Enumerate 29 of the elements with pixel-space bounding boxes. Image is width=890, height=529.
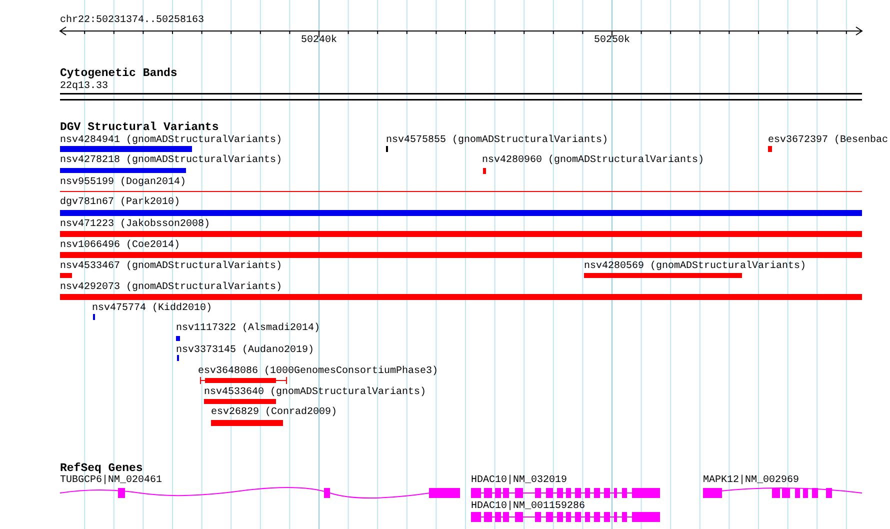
track-title: RefSeq Genes: [60, 462, 143, 475]
variant-label: nsv4533467 (gnomADStructuralVariants): [60, 261, 282, 272]
tick-label: 50240k: [301, 35, 337, 46]
variant-label: nsv475774 (Kidd2010): [92, 303, 212, 314]
variant-label: nsv4533640 (gnomADStructuralVariants): [204, 387, 426, 398]
variant-label: nsv3373145 (Audano2019): [176, 345, 314, 356]
variant-label: esv3672397 (Besenbac: [768, 135, 888, 146]
variant-label: nsv1066496 (Coe2014): [60, 240, 180, 251]
variant-label: nsv955199 (Dogan2014): [60, 177, 186, 188]
variant-label: esv3648086 (1000GenomesConsortiumPhase3): [198, 366, 438, 377]
gene-label: TUBGCP6|NM_020461: [60, 475, 162, 486]
variant-label: dgv781n67 (Park2010): [60, 197, 180, 208]
variant-label: nsv471223 (Jakobsson2008): [60, 219, 210, 230]
variant-label: nsv4284941 (gnomADStructuralVariants): [60, 135, 282, 146]
cytoband-label: 22q13.33: [60, 81, 108, 92]
variant-label: nsv4280960 (gnomADStructuralVariants): [482, 155, 704, 166]
gene-label: HDAC10|NM_001159286: [471, 501, 586, 512]
variant-label: nsv4292073 (gnomADStructuralVariants): [60, 282, 282, 293]
variant-label: nsv4575855 (gnomADStructuralVariants): [386, 135, 608, 146]
variant-label: esv26829 (Conrad2009): [211, 407, 338, 418]
gene-label: HDAC10|NM_032019: [471, 475, 568, 486]
variant-label: nsv1117322 (Alsmadi2014): [176, 323, 320, 334]
track-title: Cytogenetic Bands: [60, 67, 178, 80]
coordinate-label: chr22:50231374..50258163: [60, 15, 204, 26]
track-title: DGV Structural Variants: [60, 121, 219, 134]
variant-label: nsv4278218 (gnomADStructuralVariants): [60, 155, 282, 166]
variant-label: nsv4280569 (gnomADStructuralVariants): [584, 261, 806, 272]
tick-label: 50250k: [594, 35, 630, 46]
gene-label: MAPK12|NM_002969: [703, 475, 800, 486]
